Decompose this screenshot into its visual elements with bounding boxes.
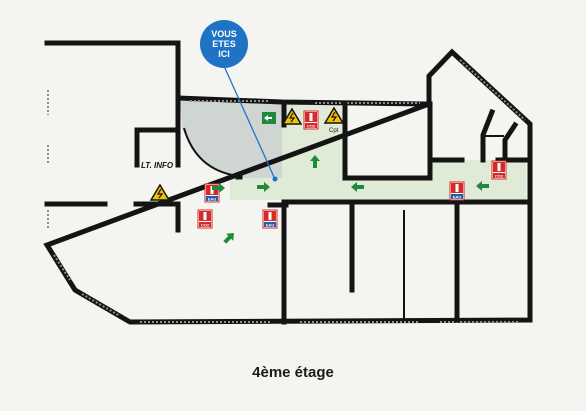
lobby-zone <box>180 100 282 178</box>
room-label-lt-info: LT. INFO <box>141 161 174 170</box>
extinguisher-type-label: EAU <box>266 223 275 228</box>
extinguisher-type-label: CO2 <box>495 174 504 179</box>
evacuation-arrow-icon <box>221 229 238 246</box>
extinguisher-type-label: EAU <box>453 195 462 200</box>
extinguisher-type-label: CO2 <box>307 124 316 129</box>
you-are-here-dot <box>272 176 278 182</box>
marker-line-1: VOUS <box>211 29 237 39</box>
emergency-exit-icon <box>262 112 276 124</box>
you-are-here-marker: VOUS ETES ICI <box>200 20 248 68</box>
marker-line-3: ICI <box>218 49 230 59</box>
marker-line-2: ETES <box>212 39 236 49</box>
you-are-here-pointer <box>223 65 275 178</box>
high-voltage-warning-icon <box>150 184 170 201</box>
extinguisher-type-label: EAU <box>208 197 217 202</box>
floor-title: 4ème étage <box>252 364 334 381</box>
cabinet-label: Cpt <box>329 128 339 134</box>
extinguisher-type-label: CO2 <box>201 223 210 228</box>
